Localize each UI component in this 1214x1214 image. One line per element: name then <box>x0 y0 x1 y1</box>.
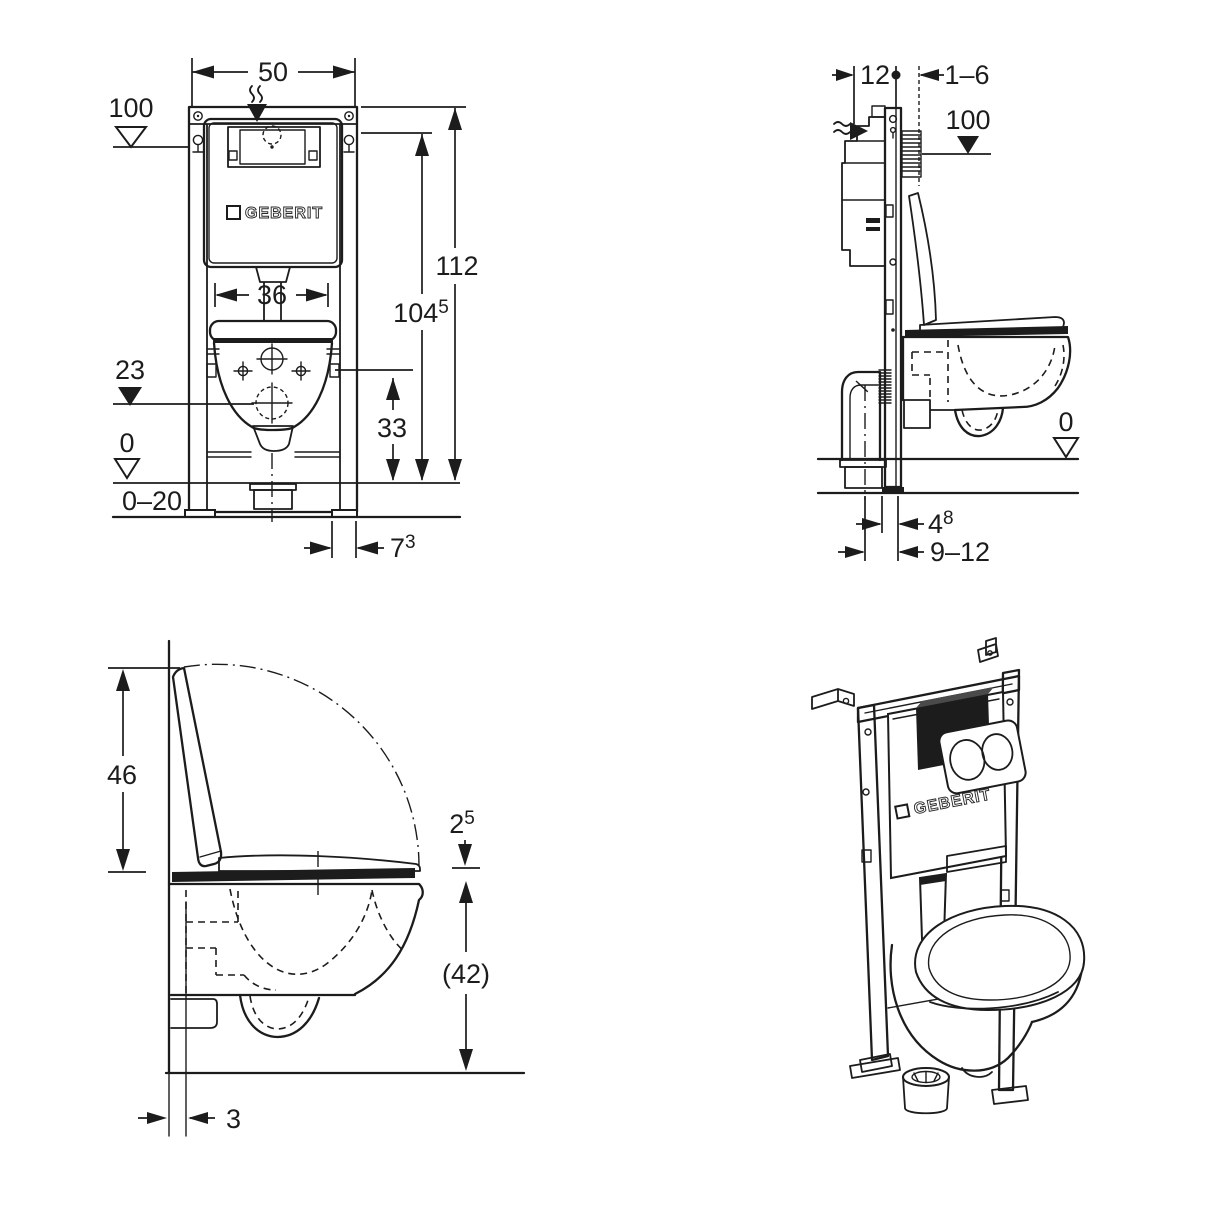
dim-supply-height-side: 100 <box>922 105 991 155</box>
dim-label-1-6: 1–6 <box>944 60 989 90</box>
dim-label-23: 23 <box>115 355 145 385</box>
dim-label-50: 50 <box>258 57 288 87</box>
geberit-square-icon <box>226 205 241 220</box>
dim-label-104-5: 1045 <box>393 297 449 328</box>
datum-triangle-open-icon <box>1052 437 1080 459</box>
dim-floor-level-front: 0 <box>113 428 460 484</box>
dim-rail-depth: 48 <box>856 496 954 539</box>
inspection-window <box>227 126 321 168</box>
geberit-logo: GEBERIT <box>226 205 323 222</box>
bowl-side <box>901 335 1072 438</box>
dim-wall-clearance: 1–6 <box>918 60 990 186</box>
wall-finish-hatch <box>901 130 922 178</box>
dim-label-9-12: 9–12 <box>930 537 990 567</box>
dim-frame-width: 50 <box>191 57 356 106</box>
anchor-screw-icon <box>192 134 355 153</box>
dim-foot-depth: 73 <box>304 521 416 563</box>
dim-label-36: 36 <box>257 280 287 310</box>
dim-label-3: 3 <box>226 1104 241 1134</box>
dim-floor-range: 0–20 <box>111 486 462 519</box>
lid-swing-arc <box>183 663 420 867</box>
dim-wall-gap: 3 <box>138 1104 241 1134</box>
water-supply-icon <box>833 121 868 140</box>
seat-view: 46 25 (42) 3 <box>99 639 526 1137</box>
cistern-side <box>841 116 886 267</box>
flush-pipe-side <box>908 192 937 326</box>
dim-label-100: 100 <box>108 93 153 123</box>
dim-label-2-5: 25 <box>449 808 475 839</box>
drain-elbow <box>839 369 892 500</box>
dim-label-46: 46 <box>107 760 137 790</box>
cistern-front <box>202 117 344 269</box>
dim-frame-depth: 12 <box>832 60 901 124</box>
drain-collar <box>902 1067 950 1115</box>
flush-button-large-icon <box>949 739 986 781</box>
bowl-side-large <box>167 882 424 1039</box>
drain-socket <box>253 489 293 510</box>
dim-label-7-3: 73 <box>390 532 416 563</box>
dim-total-height: 112 <box>361 106 479 481</box>
frame-rail-side <box>883 106 903 489</box>
dim-floor-level-side: 0 <box>1052 407 1080 459</box>
perspective-view: GEBERIT <box>811 637 1086 1115</box>
geberit-square-icon <box>894 803 911 820</box>
flush-button-small-icon <box>981 733 1014 771</box>
dim-label-42: (42) <box>442 959 490 989</box>
wall-bracket-icon <box>811 637 999 710</box>
dim-label-4-8: 48 <box>928 508 954 539</box>
dim-label-12: 12 <box>860 60 890 90</box>
dim-label-33: 33 <box>377 413 407 443</box>
dim-label-0-side: 0 <box>1058 407 1073 437</box>
seat-lid-raised <box>171 666 223 868</box>
datum-triangle-open-icon <box>113 458 141 480</box>
water-supply-icon <box>247 85 267 122</box>
dim-label-100-side: 100 <box>945 105 990 135</box>
frame-top-bar <box>856 674 1021 724</box>
dim-outlet-height: 23 <box>113 355 254 406</box>
dim-seat-thickness: 25 <box>449 808 480 869</box>
dim-bowl-width: 36 <box>214 280 329 310</box>
side-view: 12 1–6 100 0 48 9–12 <box>816 60 1080 567</box>
frame-outline <box>187 105 359 514</box>
dim-seat-height: (42) <box>442 881 490 1071</box>
front-view: GEBERIT 50 <box>108 57 478 563</box>
dim-supply-height: 100 <box>108 93 189 149</box>
datum-triangle-open-icon <box>114 126 148 149</box>
dim-outlet-depth: 9–12 <box>838 496 990 567</box>
flush-plate <box>938 719 1027 795</box>
dim-label-0: 0 <box>119 428 134 458</box>
datum-triangle-filled-icon <box>957 136 979 154</box>
dim-label-0-20: 0–20 <box>122 486 182 516</box>
datum-triangle-filled-icon <box>118 387 142 406</box>
dim-mount-height: 1045 <box>361 132 449 481</box>
frame-rail-left <box>856 703 890 1062</box>
dim-outlet-to-floor: 33 <box>335 369 416 481</box>
dim-lid-height: 46 <box>99 667 180 873</box>
brand-text-front: GEBERIT <box>245 205 323 222</box>
seat-closed <box>218 854 421 872</box>
bowl-front <box>212 341 334 432</box>
dim-label-112: 112 <box>435 251 478 281</box>
mount-point-icons <box>233 343 311 424</box>
bowl-perspective <box>889 904 1086 1078</box>
